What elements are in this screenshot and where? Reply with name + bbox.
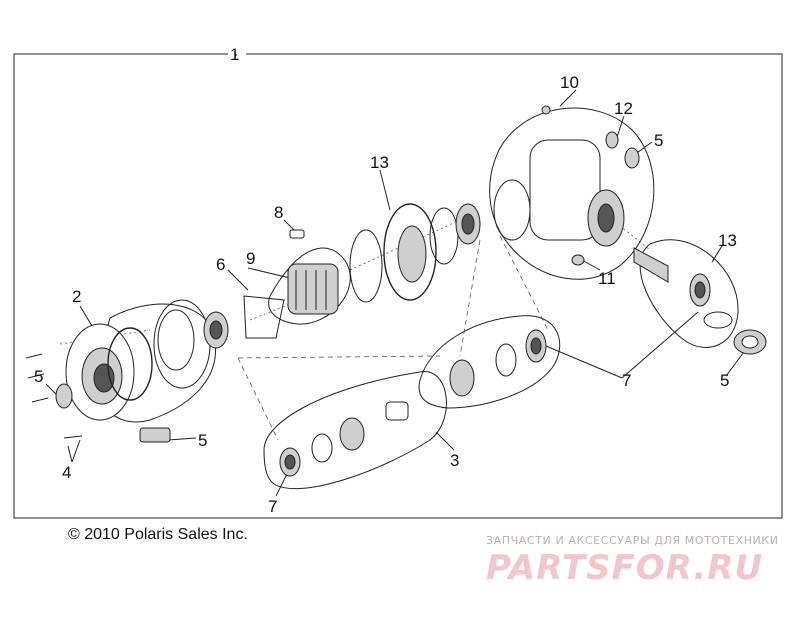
callout-4: 4	[62, 463, 71, 482]
watermark-brand: PARTSFOR.RU	[486, 548, 764, 588]
callout-5-left: 5	[34, 367, 43, 386]
callout-13-right: 13	[718, 231, 737, 250]
assembly-guides	[59, 209, 651, 441]
callout-2: 2	[72, 287, 81, 306]
callout-5-bottom: 5	[198, 431, 207, 450]
callout-5-right-top: 5	[654, 131, 663, 150]
pin-part	[289, 229, 305, 239]
callout-8: 8	[274, 203, 283, 222]
callout-5-right-bottom: 5	[720, 371, 729, 390]
bearing-kit-part	[279, 329, 547, 477]
callout-9: 9	[246, 249, 255, 268]
watermark-tagline: ЗАПЧАСТИ И АКСЕССУАРЫ ДЛЯ МОТОТЕХНИКИ	[486, 534, 779, 547]
main-housing-part	[493, 105, 640, 266]
callout-3: 3	[450, 451, 459, 470]
callout-10: 10	[560, 73, 579, 92]
housing-cover-part	[25, 299, 211, 443]
callout-12: 12	[614, 99, 633, 118]
pinion-shaft-part	[633, 247, 767, 355]
assembly-border	[13, 53, 783, 519]
callout-13-center: 13	[370, 153, 389, 172]
callout-7-bottom: 7	[268, 497, 277, 516]
callout-7-right: 7	[622, 371, 631, 390]
callout-11: 11	[598, 269, 616, 288]
callout-1: 1	[230, 45, 239, 64]
bearing-gasket-part	[203, 295, 285, 349]
ring-gear-part	[349, 203, 481, 303]
clutch-cage-part	[287, 263, 339, 315]
copyright-notice: © 2010 Polaris Sales Inc.	[68, 526, 248, 543]
callout-labels: 1 2 5 4 5 6 9 8 13 10 12 5 11 13 7 5 3 7	[34, 45, 737, 516]
callout-6: 6	[216, 255, 225, 274]
